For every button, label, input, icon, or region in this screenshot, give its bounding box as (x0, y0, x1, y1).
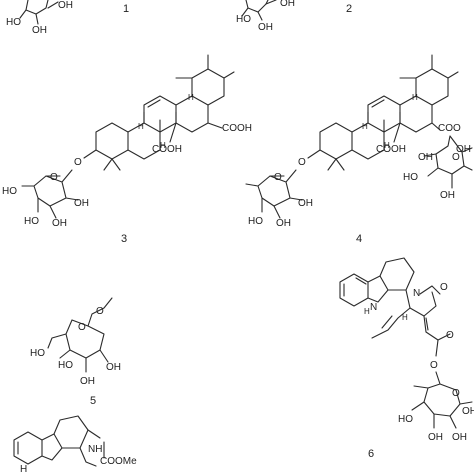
compound-7-nh: NH (88, 444, 102, 455)
compound-1-oh-1: OH (32, 25, 47, 36)
compound-4-o-glycoside: O (298, 157, 306, 168)
compound-6-h: H (402, 313, 408, 322)
compound-4-oh-right-2: OH (456, 144, 471, 155)
compound-6-oh-1: OH (428, 432, 443, 443)
compound-3-h-3: H (188, 93, 194, 102)
compound-5-oh-1: OH (80, 376, 95, 387)
compound-2-label: 2 (346, 3, 352, 15)
compound-4-ho-right: HO (403, 172, 418, 183)
compound-2-structure: HO OH OH 2 (236, 0, 352, 33)
compound-6-o-glycoside: O (430, 360, 438, 371)
compound-4-h-1: H (362, 122, 368, 131)
compound-3-ho-2: HO (24, 216, 39, 227)
compound-5-structure: O O HO HO OH OH 5 (30, 297, 121, 407)
compound-3-cooh-2: COOH (152, 144, 182, 155)
compound-7-structure: H NH COOMe (13, 415, 137, 474)
compound-6-structure: H N N O O O H O HO OH OH OH 6 (339, 257, 474, 460)
compound-1-structure: HO OH OH 1 (6, 0, 129, 36)
compound-6-o-ring: O (452, 388, 460, 399)
compound-4-oh-left-1: OH (298, 198, 313, 209)
compound-3-label: 3 (121, 233, 127, 245)
compound-6-n-lactam: N (413, 288, 420, 299)
compound-4-o-ring-left: O (274, 172, 282, 183)
compound-1-ho: HO (6, 17, 21, 28)
compound-3-h-2: H (160, 141, 166, 150)
compound-4-h-3: H (412, 93, 418, 102)
compound-6-o-pyran: O (446, 330, 454, 341)
compound-6-n-indole: N (370, 302, 377, 313)
compound-5-ho: HO (30, 348, 45, 359)
compound-5-label: 5 (90, 395, 96, 407)
compound-3-ho: HO (2, 186, 17, 197)
compound-4-cooh: COOH (376, 144, 406, 155)
compound-4-o-ring-right: O (452, 152, 460, 163)
compound-3-h-1: H (138, 122, 144, 131)
compound-4-coo: COO (438, 123, 461, 134)
compound-2-ho: HO (236, 14, 251, 25)
compound-2-oh-2: OH (280, 0, 295, 9)
compound-4-h-2: H (384, 141, 390, 150)
compound-6-o-lactam: O (440, 282, 448, 293)
compound-2-oh-1: OH (258, 22, 273, 33)
compound-1-label: 1 (123, 3, 129, 15)
compound-5-ho-2: HO (58, 360, 73, 371)
compound-5-oh-2: OH (106, 362, 121, 373)
compound-5-o-ethyl: O (96, 306, 104, 317)
compound-6-ho: HO (398, 414, 413, 425)
compound-7-coome: COOMe (100, 456, 137, 467)
compound-3-oh-2: OH (52, 218, 67, 229)
compound-4-oh-left-2: OH (276, 218, 291, 229)
compound-4-oh-right-3: OH (418, 152, 433, 163)
compound-4-label: 4 (356, 233, 362, 245)
compound-3-structure: COOH COOH H H H O O HO OH HO OH 3 (2, 54, 252, 245)
compound-4-structure: COO COOH H H H O HO OH OH OH O O OH HO O… (245, 54, 473, 245)
compound-3-oh-1: OH (74, 198, 89, 209)
compound-5-o-ring: O (78, 322, 86, 333)
compound-6-nh-h: H (364, 307, 370, 316)
compound-6-label: 6 (368, 448, 374, 460)
compound-3-cooh-1: COOH (222, 123, 252, 134)
compound-1-oh-2: OH (58, 0, 73, 11)
compound-4-oh-right-1: OH (440, 190, 455, 201)
compound-3-o-ring: O (50, 172, 58, 183)
compound-6-oh-3: OH (462, 406, 474, 417)
compound-6-oh-2: OH (452, 432, 467, 443)
compound-3-o-glycoside: O (74, 157, 82, 168)
compound-7-hn: H (20, 464, 27, 474)
compound-4-ho-left: HO (248, 216, 263, 227)
